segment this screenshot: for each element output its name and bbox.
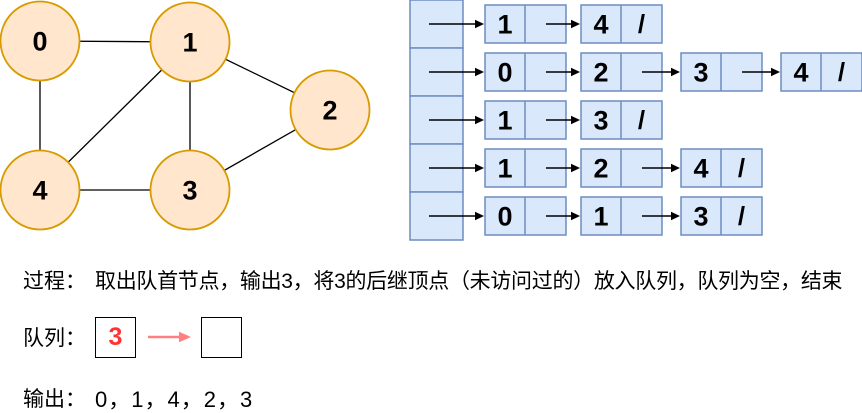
adj-next-arrow-3-1-head <box>671 163 680 173</box>
queue-label: 队列： <box>23 327 86 350</box>
graph-node-label-1: 1 <box>182 28 197 58</box>
process-line: 过程： 取出队首节点，输出3，将3的后继顶点（未访问过的）放入队列，队列为空，结… <box>23 267 843 296</box>
adj-node-value-1-2: 3 <box>693 58 708 88</box>
adj-node-value-1-3: 4 <box>793 58 808 88</box>
adj-next-arrow-1-2-head <box>771 67 780 77</box>
queue-arrow-icon <box>148 331 191 343</box>
adj-node-value-4-0: 0 <box>497 202 512 232</box>
adj-next-arrow-1-1-head <box>671 67 680 77</box>
adj-null-marker-0-1: / <box>638 9 645 39</box>
output-label: 输出： <box>23 388 86 411</box>
adj-node-value-4-2: 3 <box>693 202 708 232</box>
adj-head-arrow-2-head <box>475 115 484 125</box>
graph-node-3 <box>149 149 231 231</box>
queue-item-box: 3 <box>95 316 136 358</box>
adj-node-value-0-1: 4 <box>593 10 608 40</box>
output-values: 0，1，4，2，3 <box>95 387 254 412</box>
graph-node-0 <box>0 0 81 82</box>
graph-node-1 <box>149 1 231 83</box>
graph-node-label-0: 0 <box>32 27 47 57</box>
adj-head-arrow-4-head <box>475 211 484 221</box>
adj-node-value-3-2: 4 <box>693 154 708 184</box>
adj-next-arrow-1-0-head <box>571 67 580 77</box>
adj-next-arrow-0-0-head <box>571 19 580 29</box>
adj-node-value-2-0: 1 <box>497 106 512 136</box>
adj-null-marker-2-1: / <box>638 105 645 135</box>
adjacency-list-diagram: 1 4 / 0 2 3 4 / 1 3 / 1 2 4 / 0 1 3 / <box>409 0 862 241</box>
adj-node-value-1-1: 2 <box>593 58 608 88</box>
adj-next-arrow-4-1-head <box>671 211 680 221</box>
adj-null-marker-4-2: / <box>738 201 745 231</box>
graph-node-label-4: 4 <box>32 176 47 206</box>
adj-node-value-1-0: 0 <box>497 58 512 88</box>
adj-null-marker-1-3: / <box>838 57 845 87</box>
adj-null-marker-3-2: / <box>738 153 745 183</box>
adj-node-value-4-1: 1 <box>593 202 608 232</box>
adj-head-arrow-1-head <box>475 67 484 77</box>
graph-node-4 <box>0 149 81 231</box>
adj-head-arrow-3-head <box>475 163 484 173</box>
graph-node-2 <box>289 69 371 151</box>
adj-node-value-3-0: 1 <box>497 154 512 184</box>
queue-item-value: 3 <box>108 322 123 351</box>
adj-node-value-2-1: 3 <box>593 106 608 136</box>
graph-node-label-3: 3 <box>182 176 197 206</box>
adj-next-arrow-2-0-head <box>571 115 580 125</box>
graph-diagram: 0 1 2 3 4 <box>0 0 371 231</box>
process-label: 过程： <box>23 270 86 293</box>
adj-node-value-3-1: 2 <box>593 154 608 184</box>
process-text: 取出队首节点，输出3，将3的后继顶点（未访问过的）放入队列，队列为空，结束 <box>95 270 843 293</box>
graph-node-label-2: 2 <box>322 96 337 126</box>
adj-head-arrow-0-head <box>475 19 484 29</box>
adj-next-arrow-3-0-head <box>571 163 580 173</box>
output-line: 输出： 0，1，4，2，3 <box>23 384 253 412</box>
queue-empty-box <box>201 316 242 358</box>
adj-node-value-0-0: 1 <box>497 10 512 40</box>
adj-next-arrow-4-0-head <box>571 211 580 221</box>
queue-line: 队列： 3 <box>23 316 242 358</box>
